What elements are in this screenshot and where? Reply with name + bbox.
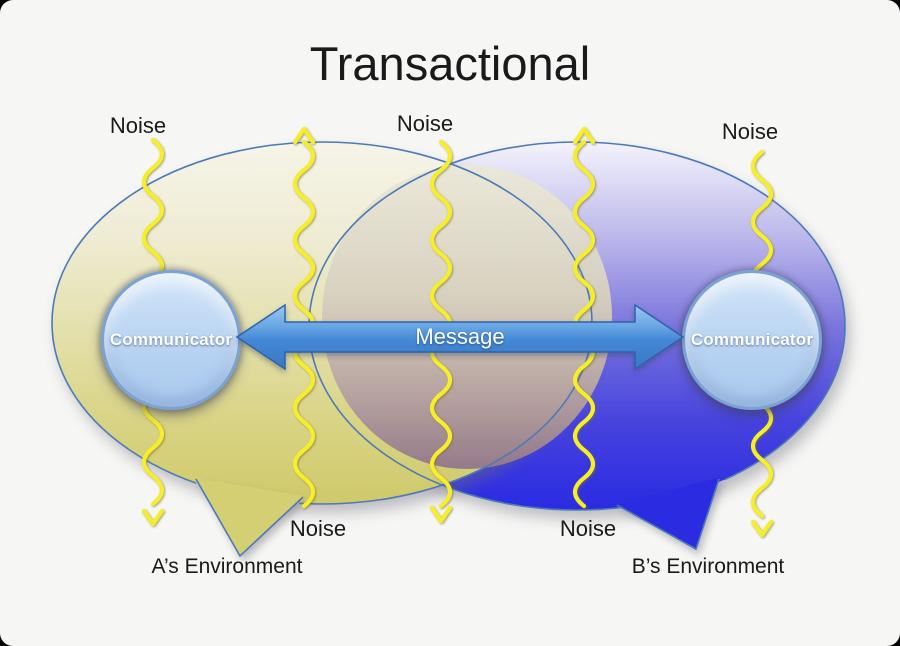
noise-wave-arrow (141, 508, 165, 527)
shared-environment-overlap (322, 165, 612, 469)
noise-label-bottom-left: Noise (289, 516, 347, 541)
noise-label-top-left: Noise (109, 113, 167, 138)
noise-wave-arrow (429, 505, 453, 524)
noise-label-top-middle: Noise (396, 111, 454, 136)
environment-a-label: A’s Environment (151, 555, 303, 578)
communicator-a-node: Communicator (101, 270, 241, 410)
communicator-a-label: Communicator (109, 330, 233, 349)
noise-wave-arrow (292, 126, 316, 145)
noise-wave-arrow (572, 126, 596, 145)
communicator-b-node: Communicator (682, 270, 822, 410)
noise-label-top-right: Noise (721, 119, 779, 144)
communicator-b-label: Communicator (690, 330, 814, 349)
environment-b-label: B’s Environment (631, 555, 785, 578)
message-label: Message (415, 324, 505, 349)
diagram-title: Transactional (309, 37, 591, 90)
noise-wave-arrow (750, 519, 774, 538)
noise-label-bottom-right: Noise (559, 516, 617, 541)
